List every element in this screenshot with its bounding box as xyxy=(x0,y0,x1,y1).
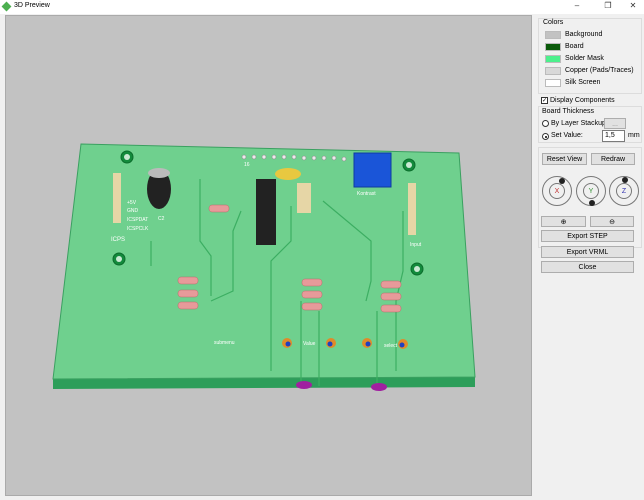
background-label: Background xyxy=(565,31,603,38)
layer-stackup-button[interactable]: ... xyxy=(604,118,626,129)
copper-label: Copper (Pads/Traces) xyxy=(565,67,634,74)
label-pin-dat: ICSPDAT xyxy=(127,217,148,223)
rotate-y-dial[interactable]: Y xyxy=(576,176,606,206)
ic-chip xyxy=(256,179,276,245)
board-swatch[interactable] xyxy=(545,43,561,51)
set-value-radio[interactable] xyxy=(542,133,549,140)
3d-viewport[interactable]: ICPS Kontrast Input 16 submenu Value sel… xyxy=(5,15,532,496)
display-components-checkbox[interactable]: ✓ xyxy=(541,97,548,104)
label-pin-gnd: GND xyxy=(127,208,139,214)
zoom-in-button[interactable]: ⊕ xyxy=(541,216,586,227)
export-step-button[interactable]: Export STEP xyxy=(541,230,634,242)
by-layer-stackup-radio[interactable] xyxy=(542,120,549,127)
label-pin-clk: ICSPCLK xyxy=(127,226,149,232)
resistors xyxy=(177,204,402,313)
label-submenu: submenu xyxy=(214,340,235,346)
x-axis-label: X xyxy=(549,183,565,199)
zoom-out-button[interactable]: ⊖ xyxy=(590,216,634,227)
zoom-out-icon: ⊖ xyxy=(609,219,615,226)
silk-screen-label: Silk Screen xyxy=(565,79,601,86)
settings-panel: Colors Background Board Solder Mask Copp… xyxy=(536,14,644,500)
by-layer-stackup-label: By Layer Stackup xyxy=(551,120,606,127)
zoom-in-icon: ⊕ xyxy=(560,219,567,226)
x-dial-knob[interactable] xyxy=(559,178,565,184)
y-axis-label: Y xyxy=(583,183,599,199)
silk-screen-swatch[interactable] xyxy=(545,79,561,87)
solder-mask-swatch[interactable] xyxy=(545,55,561,63)
pcb-3d-render: ICPS Kontrast Input 16 submenu Value sel… xyxy=(52,143,476,391)
minimize-button[interactable]: – xyxy=(574,1,580,10)
thickness-unit: mm xyxy=(628,132,640,139)
window-title: 3D Preview xyxy=(14,2,50,9)
rotate-z-dial[interactable]: Z xyxy=(609,176,639,206)
label-input: Input xyxy=(410,242,422,248)
connector-left xyxy=(113,173,121,223)
view-controls-group: Reset View Redraw X Y Z xyxy=(538,147,642,248)
redraw-button[interactable]: Redraw xyxy=(591,153,635,165)
electrolytic-capacitor xyxy=(147,169,171,209)
z-axis-label: Z xyxy=(616,183,632,199)
y-dial-knob[interactable] xyxy=(589,200,595,206)
copper-swatch[interactable] xyxy=(545,67,561,75)
close-button[interactable]: Close xyxy=(541,261,634,273)
label-value: Value xyxy=(303,341,316,347)
label-kontrast: Kontrast xyxy=(357,191,376,197)
capacitor-yellow xyxy=(275,168,301,180)
potentiometer xyxy=(353,152,392,188)
colors-title: Colors xyxy=(543,19,564,26)
app-icon xyxy=(1,1,12,12)
background-swatch[interactable] xyxy=(545,31,561,39)
display-components-label: Display Components xyxy=(550,97,615,104)
board-thickness-group: Board Thickness By Layer Stackup ... Set… xyxy=(538,106,642,143)
title-bar: 3D Preview – ❐ ✕ xyxy=(0,0,644,14)
board-thickness-title: Board Thickness xyxy=(542,108,595,115)
label-pin-5v: +5V xyxy=(127,200,137,206)
colors-group: Colors Background Board Solder Mask Copp… xyxy=(538,18,642,94)
board-label: Board xyxy=(565,43,584,50)
connector-right xyxy=(408,183,416,235)
rotate-x-dial[interactable]: X xyxy=(542,176,572,206)
label-select: select xyxy=(384,343,398,349)
set-value-label: Set Value: xyxy=(551,132,583,139)
z-dial-knob[interactable] xyxy=(622,177,628,183)
board-edge xyxy=(53,377,475,389)
jumper xyxy=(297,183,311,213)
restore-button[interactable]: ❐ xyxy=(604,1,612,10)
header-pins xyxy=(241,154,347,162)
label-pin16: 16 xyxy=(244,162,250,168)
bottom-components xyxy=(296,381,387,391)
thickness-input[interactable]: 1,5 xyxy=(602,130,625,142)
export-vrml-button[interactable]: Export VRML xyxy=(541,246,634,258)
label-c2: C2 xyxy=(158,216,165,222)
solder-mask-label: Solder Mask xyxy=(565,55,604,62)
reset-view-button[interactable]: Reset View xyxy=(542,153,587,165)
close-window-button[interactable]: ✕ xyxy=(629,1,637,10)
label-icps: ICPS xyxy=(111,237,125,243)
